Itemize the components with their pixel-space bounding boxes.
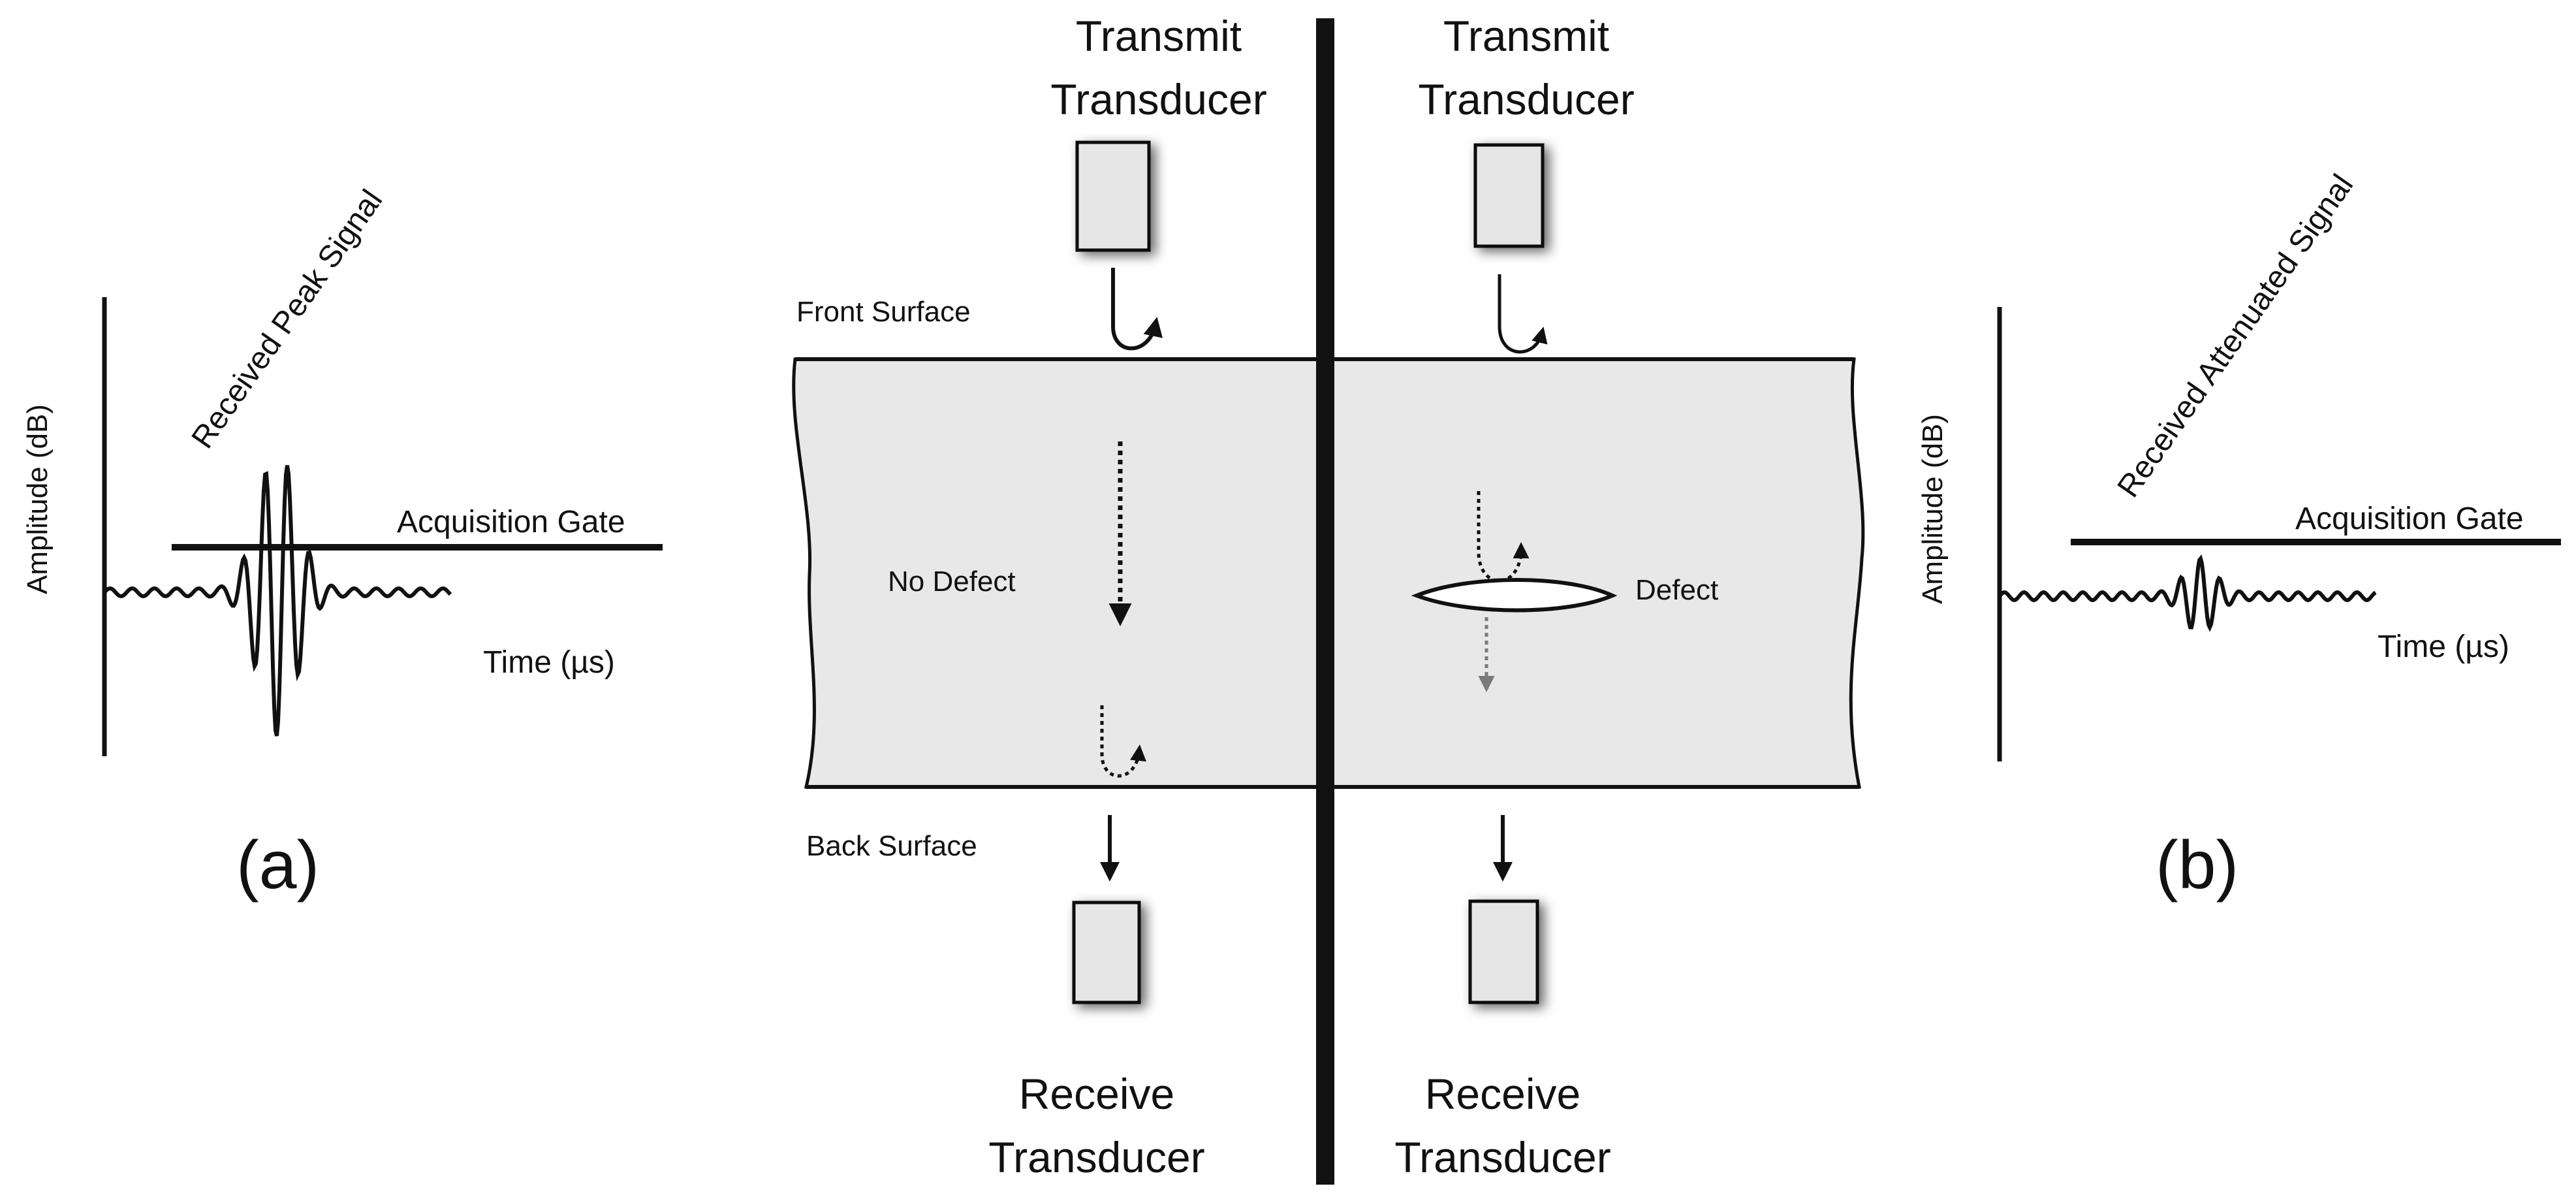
left-transmit-label-line1: Transmit — [1076, 12, 1242, 60]
left-acquisition-gate-label: Acquisition Gate — [397, 505, 625, 539]
left-time-axis-label: Time (µs) — [483, 645, 615, 680]
right-transmit-transducer — [1473, 143, 1545, 248]
right-receive-label-line2: Transducer — [1394, 1133, 1610, 1181]
defect-shape — [1411, 578, 1618, 613]
right-setup-defect: Transmit Transducer Defect Receive Trans… — [1394, 12, 1718, 1181]
left-setup-no-defect: Transmit Transducer Front Surface No Def… — [796, 12, 1267, 1181]
left-receive-label-line2: Transducer — [988, 1133, 1204, 1181]
left-panel-label: (a) — [236, 827, 319, 903]
defect-reflection-arrow — [1477, 491, 1530, 583]
right-acquisition-gate-label: Acquisition Gate — [2295, 502, 2524, 536]
center-divider-bar — [1316, 18, 1334, 1185]
right-y-axis-label: Amplitude (dB) — [1917, 414, 1949, 604]
right-transmit-label-line2: Transducer — [1418, 75, 1634, 123]
no-defect-label: No Defect — [888, 566, 1016, 598]
right-time-axis-label: Time (µs) — [2378, 630, 2509, 664]
left-received-peak-waveform — [102, 465, 452, 737]
right-received-attenuated-waveform — [1998, 554, 2377, 632]
front-surface-label: Front Surface — [796, 296, 971, 328]
defect-label: Defect — [1635, 574, 1718, 606]
left-front-reflection-arrow — [1111, 268, 1163, 351]
right-received-signal-label: Received Attenuated Signal — [2111, 168, 2361, 504]
right-signal-plot: Amplitude (dB) Acquisition Gate Time (µs… — [1917, 168, 2561, 903]
right-front-reflection-arrow — [1498, 274, 1548, 354]
left-signal-plot: Amplitude (dB) Acquisition Gate Time (µs… — [22, 184, 663, 903]
left-received-signal-label: Received Peak Signal — [185, 184, 390, 455]
left-y-axis-label: Amplitude (dB) — [22, 404, 54, 594]
left-receive-label-line1: Receive — [1019, 1070, 1174, 1118]
right-receive-transducer — [1468, 899, 1539, 1004]
right-panel-label: (b) — [2156, 827, 2238, 903]
right-transmit-label-line1: Transmit — [1443, 12, 1609, 60]
left-transmit-label-line2: Transducer — [1050, 75, 1266, 123]
left-transmit-transducer — [1075, 140, 1151, 252]
right-receive-label-line1: Receive — [1425, 1070, 1580, 1118]
left-receive-transducer — [1072, 901, 1141, 1004]
left-back-reflection-arrow — [1100, 705, 1146, 778]
back-surface-label: Back Surface — [806, 830, 977, 862]
